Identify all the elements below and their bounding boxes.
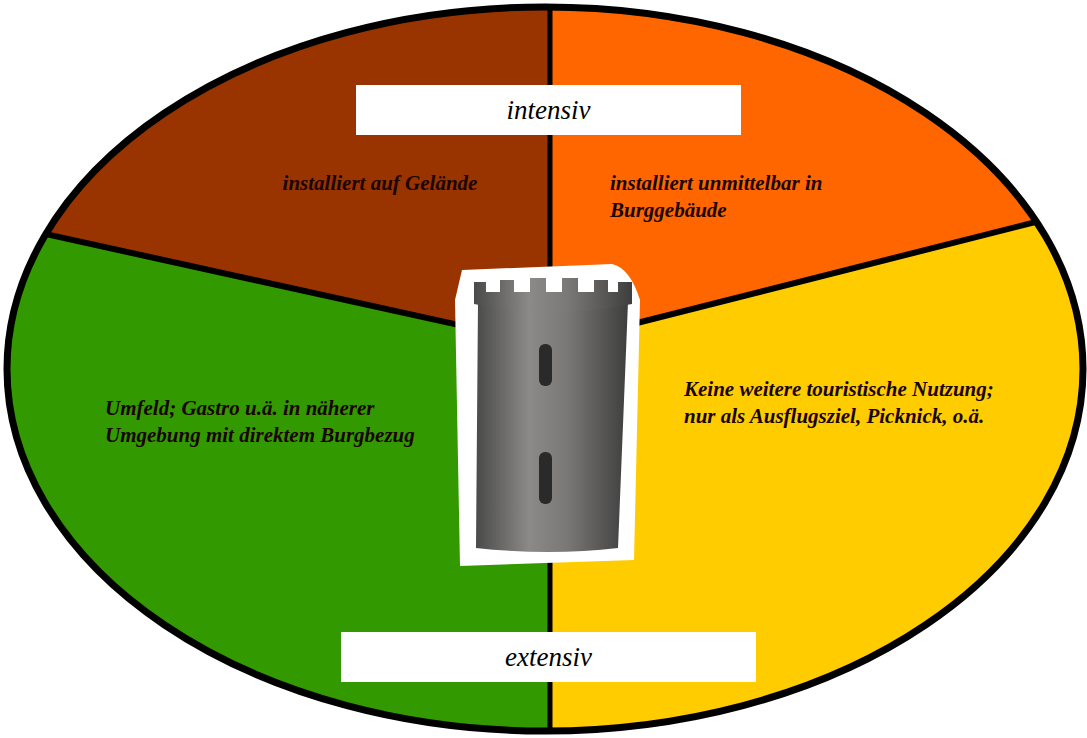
sector-text: Umfeld; Gastro u.ä. in näherer Umgebung … [105, 395, 425, 449]
intensity-label: intensiv [507, 95, 591, 126]
sector-region: Keine weitere touristische Nutzung; nur … [684, 376, 1019, 430]
sector-text: Keine weitere touristische Nutzung; nur … [684, 376, 1019, 430]
tower-halo [455, 264, 640, 566]
sector-text: installiert auf Gelände [245, 170, 515, 197]
tower-battlements [474, 278, 632, 312]
tower-wall [476, 302, 628, 552]
sector-text: installiert unmittelbar in Burggebäude [610, 170, 940, 224]
tower-window [539, 452, 552, 504]
sector-region: installiert auf Gelände [245, 170, 515, 197]
label-box: intensiv [356, 85, 741, 135]
tower-window [539, 344, 552, 386]
label-box: extensiv [341, 632, 756, 682]
tower-icon [455, 264, 640, 566]
intensity-label: extensiv [505, 642, 592, 673]
ellipse-outline [7, 7, 1083, 731]
sector-region: installiert unmittelbar in Burggebäude [610, 170, 940, 224]
sector-region: Umfeld; Gastro u.ä. in näherer Umgebung … [105, 395, 425, 449]
